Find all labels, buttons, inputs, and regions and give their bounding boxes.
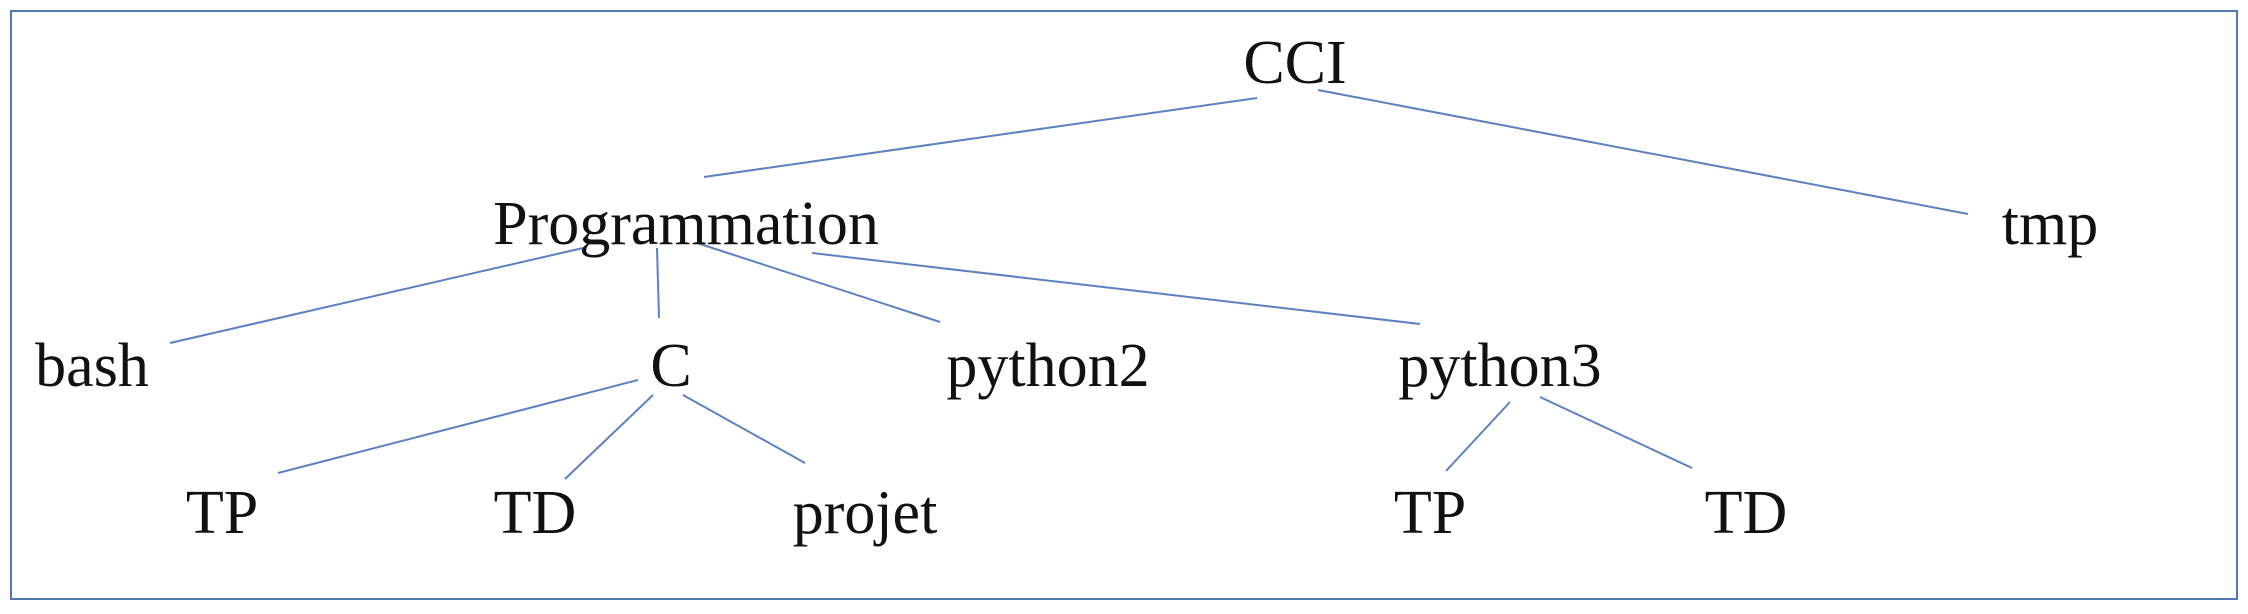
tree-node-tp-c: TP	[185, 479, 259, 547]
tree-node-projet: projet	[792, 479, 938, 547]
tree-node-programmation: Programmation	[493, 190, 879, 258]
tree-node-tp-python3: TP	[1393, 479, 1467, 547]
tree-node-bash: bash	[35, 332, 149, 400]
tree-node-cci: CCI	[1243, 29, 1347, 97]
tree-node-python3: python3	[1398, 332, 1602, 400]
tree-node-td-c: TD	[493, 479, 577, 547]
diagram-frame	[10, 10, 2238, 600]
tree-node-c: C	[650, 332, 692, 400]
tree-node-python2: python2	[946, 332, 1150, 400]
tree-node-tmp: tmp	[2001, 190, 2099, 258]
tree-node-td-python3: TD	[1704, 479, 1788, 547]
